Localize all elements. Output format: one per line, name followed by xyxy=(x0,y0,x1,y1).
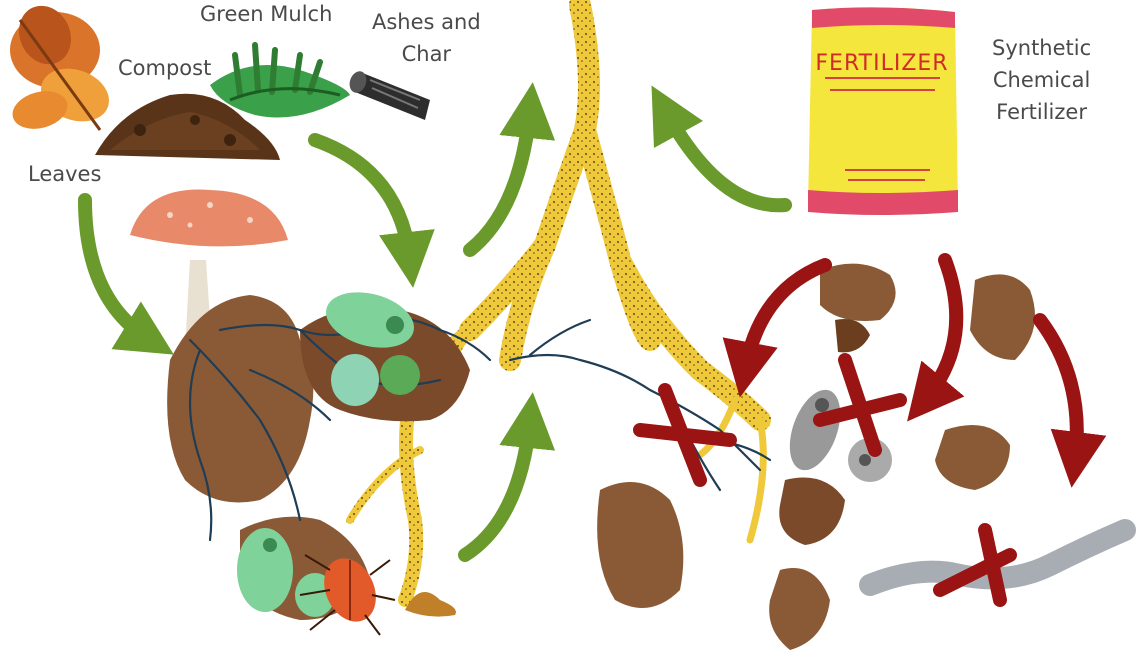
leaves-illustration xyxy=(8,0,116,135)
arrow-mulch-to-soil xyxy=(315,140,410,260)
arrow-fertilizer-to-plant xyxy=(665,110,785,205)
label-green-mulch: Green Mulch xyxy=(200,0,332,30)
bacterium xyxy=(380,355,420,395)
bacterium xyxy=(263,538,277,552)
label-synthetic-fertilizer: Synthetic Chemical Fertilizer xyxy=(992,32,1091,128)
bacterium xyxy=(331,354,379,406)
soil-aggregate-left xyxy=(167,295,470,620)
arrow-soil-to-plant xyxy=(470,110,530,250)
arrow-casting-to-plant xyxy=(465,420,530,555)
label-ashes-line2: Char xyxy=(372,38,481,70)
label-leaves-text: Leaves xyxy=(28,158,101,190)
label-compost-text: Compost xyxy=(118,52,211,84)
green-mulch-illustration xyxy=(210,45,350,118)
label-compost: Compost xyxy=(118,52,211,84)
label-green-mulch-text: Green Mulch xyxy=(200,0,332,30)
char-log-illustration xyxy=(347,69,430,120)
label-leaves: Leaves xyxy=(28,158,101,190)
label-synthetic-line3: Fertilizer xyxy=(992,96,1091,128)
label-ashes-line1: Ashes and xyxy=(372,6,481,38)
fertilizer-bag-text: FERTILIZER xyxy=(815,51,948,76)
label-synthetic-line2: Chemical xyxy=(992,64,1091,96)
bacterium xyxy=(386,316,404,334)
label-synthetic-line1: Synthetic xyxy=(992,32,1091,64)
label-ashes-and-char: Ashes and Char xyxy=(372,6,481,70)
fertilizer-bag: FERTILIZER xyxy=(808,7,958,215)
